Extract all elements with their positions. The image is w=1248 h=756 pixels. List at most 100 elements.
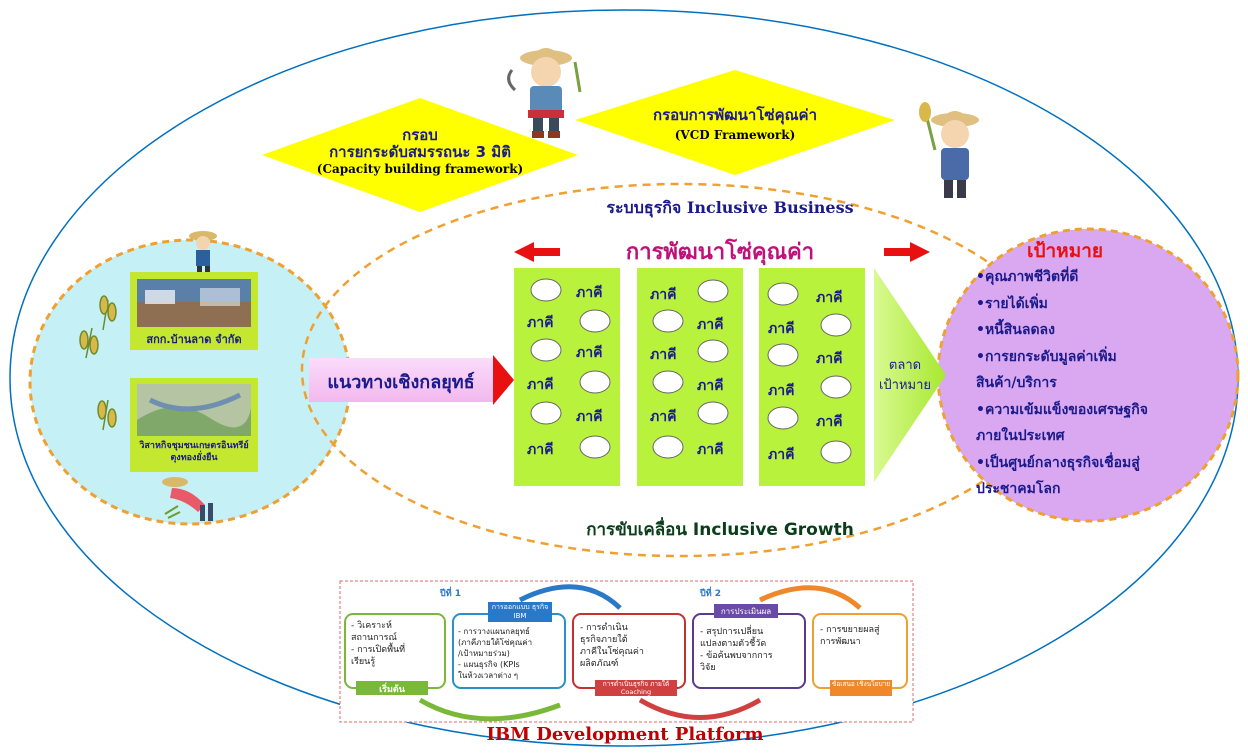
ibm-step-line: - สรุปการเปลี่ยน	[700, 627, 764, 637]
coop-name: สกก.บ้านลาด จำกัด	[146, 333, 242, 346]
ibm-step-line: - การเปิดพื้นที่	[351, 645, 406, 655]
enterprise-photo	[130, 378, 258, 472]
partner-ovals	[530, 278, 852, 464]
goal-item: •คุณภาพชีวิตที่ดี	[976, 269, 1079, 285]
partner-label: ภาคี	[576, 345, 603, 361]
partner-label: ภาคี	[697, 442, 724, 458]
partner-label: ภาคี	[697, 317, 724, 333]
ibm-step-line: แปลงตามตัวชี้วัด	[700, 639, 767, 649]
strategy-arrow	[493, 355, 514, 405]
goals-list: •คุณภาพชีวิตที่ดี •รายได้เพิ่ม •หนี้สินล…	[976, 264, 1156, 503]
arrow-left-red	[514, 242, 560, 262]
enterprise-name: วิสาหกิจชุมชนเกษตรอินทรีย์ ตุงทองยั่งยืน	[122, 440, 266, 464]
coop-photo	[130, 272, 258, 350]
ibm-step-line: สถานการณ์	[351, 633, 397, 643]
goal-item: ภายในประเทศ	[976, 428, 1065, 444]
ibm-step-1-text: - วิเคราะห์ สถานการณ์ - การเปิดพื้นที่ เ…	[351, 620, 443, 668]
partner-label: ภาคี	[527, 442, 554, 458]
strategy-label: แนวทางเชิงกลยุทธ์	[327, 372, 475, 393]
farmer-icon-right	[919, 102, 979, 198]
ibm-tag-operate	[595, 680, 677, 696]
ibm-step-3-text: - การดำเนิน ธุรกิจภายใต้ ภาคีในโซ่คุณค่า…	[580, 622, 684, 670]
goal-ellipse	[936, 227, 1240, 523]
partner-label: ภาคี	[576, 285, 603, 301]
market-line-1: ตลาด	[888, 358, 922, 373]
goal-item: •การยกระดับมูลค่าเพิ่ม	[976, 348, 1117, 365]
partner-label: ภาคี	[816, 414, 843, 430]
ibm-step-line: /เป้าหมายร่วม)	[458, 649, 510, 658]
ibm-year-1: ปีที่ 1	[440, 589, 462, 599]
arrow-right-red	[884, 242, 930, 262]
ibm-step-line: - วิเคราะห์	[351, 621, 392, 631]
ibm-step-2-text: - การวางแผนกลยุทธ์ (ภาคีภายใต้โซ่คุณค่า …	[458, 626, 564, 681]
ibm-tag-evaluate	[714, 604, 778, 618]
ibm-tag-policy-label: ข้อเสนอ เชิงนโยบาย	[831, 680, 891, 688]
partner-label: ภาคี	[768, 383, 795, 399]
partner-label: ภาคี	[816, 290, 843, 306]
vcd-framework-label: กรอบการพัฒนาโซ่คุณค่า (VCD Framework)	[575, 105, 895, 145]
goal-item: ประชาคมโลก	[976, 481, 1061, 497]
ibm-step-line: วิจัย	[700, 663, 716, 673]
ibm-step-line: ในห้วงเวลาต่าง ๆ	[458, 671, 519, 680]
ibm-tag-design-label: การออกแบบ ธุรกิจ IBM	[491, 603, 549, 620]
ibm-tag-start-label: เริ่มต้น	[379, 685, 405, 695]
ibm-step-line: - การขยายผลสู่	[820, 625, 880, 635]
partner-label: ภาคี	[697, 378, 724, 394]
ibm-tag-policy	[830, 680, 892, 696]
goal-item: •ความเข้มแข็งของเศรษฐกิจ	[976, 401, 1148, 418]
partner-label: ภาคี	[527, 377, 554, 393]
partner-label: ภาคี	[576, 409, 603, 425]
ibm-curve-1	[418, 697, 561, 722]
vcd-line-1: กรอบการพัฒนาโซ่คุณค่า	[653, 106, 817, 124]
partner-label: ภาคี	[768, 321, 795, 337]
capacity-line-2: การยกระดับสมรรถนะ 3 มิติ	[329, 143, 511, 161]
ibm-step-line: การพัฒนา	[820, 637, 861, 647]
ibm-curve-2	[518, 584, 622, 610]
enterprise-line-1: วิสาหกิจชุมชนเกษตรอินทรีย์	[139, 441, 249, 451]
ibm-step-line: ผลิตภัณฑ์	[580, 659, 619, 669]
partner-label: ภาคี	[650, 287, 677, 303]
market-label: ตลาด เป้าหมาย	[872, 356, 938, 396]
rice-stalk-icon	[79, 295, 117, 431]
ibm-step-line: (ภาคีภายใต้โซ่คุณค่า	[458, 638, 533, 647]
farmer-icon-small	[189, 231, 217, 272]
partner-label: ภาคี	[768, 447, 795, 463]
ibm-step-line: ธุรกิจภายใต้	[580, 635, 628, 645]
partner-label: ภาคี	[816, 351, 843, 367]
vcd-line-2: (VCD Framework)	[674, 128, 796, 142]
goal-item: •เป็นศูนย์กลางธุรกิจเชื่อมสู่	[976, 454, 1140, 471]
ibm-tag-design	[488, 602, 552, 622]
ibm-year-2: ปีที่ 2	[700, 589, 722, 599]
partner-label: ภาคี	[650, 347, 677, 363]
ibm-step-line: - ข้อค้นพบจากการ	[700, 651, 773, 661]
market-arrow	[874, 268, 946, 482]
goals-title: เป้าหมาย	[1026, 240, 1104, 262]
goal-item: สินค้า/บริการ	[976, 375, 1057, 391]
farmer-planting-icon	[162, 477, 213, 521]
capacity-framework-label: กรอบ การยกระดับสมรรถนะ 3 มิติ (Capacity …	[262, 127, 578, 178]
inclusive-business-label: ระบบธุรกิจ Inclusive Business	[606, 198, 854, 217]
capacity-line-3: (Capacity building framework)	[316, 162, 524, 176]
ibm-step-4-text: - สรุปการเปลี่ยน แปลงตามตัวชี้วัด - ข้อค…	[700, 626, 804, 674]
capacity-line-1: กรอบ	[402, 126, 438, 144]
capacity-diamond	[262, 98, 578, 212]
market-line-2: เป้าหมาย	[878, 378, 932, 393]
ibm-platform-title: IBM Development Platform	[486, 724, 764, 745]
ibm-step-line: - การดำเนิน	[580, 623, 628, 633]
ibm-tag-start	[356, 681, 428, 695]
enterprise-line-2: ตุงทองยั่งยืน	[170, 453, 218, 463]
goal-item: •รายได้เพิ่ม	[976, 295, 1048, 312]
inclusive-growth-label: การขับเคลื่อน Inclusive Growth	[586, 520, 854, 540]
ibm-curve-3	[638, 697, 762, 720]
ibm-step-line: - แผนธุรกิจ (KPIs	[458, 660, 520, 669]
ibm-tag-evaluate-label: การประเมินผล	[720, 607, 772, 616]
ibm-tag-operate-label: การดำเนินธุรกิจ ภายใต้ Coaching	[602, 680, 670, 696]
partner-label: ภาคี	[527, 315, 554, 331]
vcd-diamond	[575, 70, 895, 175]
ibm-curve-4	[758, 585, 862, 610]
ibm-step-line: ภาคีในโซ่คุณค่า	[580, 647, 644, 657]
ibm-step-line: เรียนรู้	[351, 657, 376, 667]
farmer-icon-large	[507, 48, 582, 138]
strategy-box	[309, 358, 493, 402]
